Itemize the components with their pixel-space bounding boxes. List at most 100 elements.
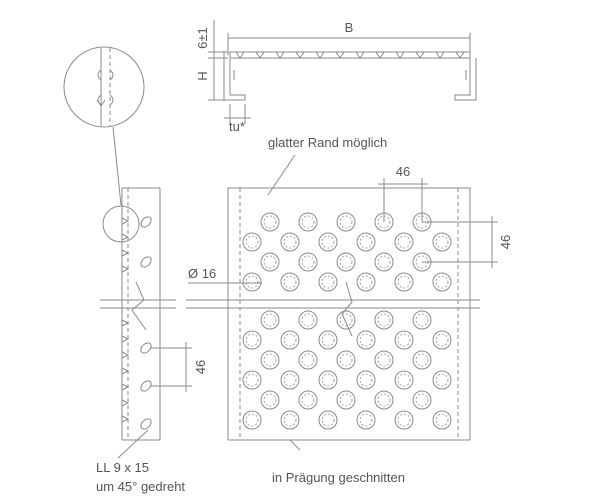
perforation-hole [318,232,338,252]
perforation-hole [242,272,262,292]
dim-46-side-label: 46 [193,360,208,374]
perforation-hole [394,232,414,252]
perforation-hole [432,272,452,292]
perforation-hole [242,232,262,252]
perforation-hole [242,370,262,390]
perforation-hole-inner [359,413,373,427]
detail-bubble [63,46,145,206]
side-view [100,187,192,459]
perforation-hole [280,330,300,350]
perforation-hole-inner [301,215,315,229]
perforation-hole [318,410,338,430]
perforation-hole [336,252,356,272]
perforation-hole-inner [377,255,391,269]
perforation-hole [336,212,356,232]
perforation-hole [374,310,394,330]
perforation-hole [280,410,300,430]
perforation-hole [318,330,338,350]
perforation-hole [280,370,300,390]
perforation-hole [298,390,318,410]
perforation-hole-inner [377,393,391,407]
perforation-hole-inner [377,353,391,367]
perforation-hole-inner [263,393,277,407]
perforation-hole [412,350,432,370]
perforation-pattern [242,212,452,430]
perforation-hole [432,370,452,390]
perforation-hole-inner [283,275,297,289]
perforation-hole-inner [301,393,315,407]
perforation-hole [298,310,318,330]
dim-h-label: H [195,71,210,80]
perforation-hole [394,330,414,350]
perforation-hole-inner [377,313,391,327]
perforation-hole-inner [415,255,429,269]
perforation-hole-inner [359,235,373,249]
dim-46-right-label: 46 [498,235,513,249]
perforation-hole-inner [415,353,429,367]
perforation-hole-inner [397,235,411,249]
perforation-hole-inner [435,333,449,347]
perforation-hole-inner [245,413,259,427]
perforation-hole-inner [435,275,449,289]
perforation-hole [280,232,300,252]
perforation-hole [412,252,432,272]
perforation-hole [394,272,414,292]
perforation-hole-inner [397,275,411,289]
perforation-hole [432,410,452,430]
perforation-hole-inner [283,413,297,427]
perforation-hole-inner [435,235,449,249]
perforation-hole [298,350,318,370]
perforation-hole [394,410,414,430]
perforation-hole [260,212,280,232]
perforation-hole-inner [339,255,353,269]
perforation-hole [298,252,318,272]
dim-6pm1-label: 6±1 [195,27,210,49]
perforation-hole-inner [263,313,277,327]
smooth-edge-note: glatter Rand möglich [268,135,387,150]
perforation-hole-inner [397,373,411,387]
perforation-hole-inner [415,393,429,407]
perforation-hole-inner [321,333,335,347]
perforation-hole-inner [339,313,353,327]
perforation-hole-inner [263,215,277,229]
perforation-hole [412,310,432,330]
perforation-hole-inner [301,313,315,327]
perforation-hole-inner [301,353,315,367]
perforation-hole-inner [245,275,259,289]
plan-view [186,154,498,451]
perforation-hole [260,252,280,272]
perforation-hole [260,390,280,410]
perforation-hole-inner [435,373,449,387]
perforation-hole [356,370,376,390]
diameter-label: Ø 16 [188,266,216,281]
perforation-hole [260,350,280,370]
perforation-hole [412,390,432,410]
perforation-hole [242,330,262,350]
perforation-hole-inner [359,333,373,347]
perforation-hole [298,212,318,232]
perforation-hole [374,350,394,370]
perforation-hole [356,330,376,350]
perforation-hole [260,310,280,330]
perforation-hole-inner [283,373,297,387]
perforation-hole [318,272,338,292]
perforation-hole-inner [397,413,411,427]
perforation-hole-inner [339,353,353,367]
perforation-hole-inner [359,373,373,387]
dim-b-label: B [345,20,354,35]
profile-section [208,20,477,124]
perforation-hole-inner [377,215,391,229]
perforation-hole-inner [321,275,335,289]
perforation-hole-inner [339,393,353,407]
perforation-hole-inner [339,215,353,229]
perforation-hole-inner [321,235,335,249]
perforation-hole-inner [283,333,297,347]
perforation-hole [336,390,356,410]
perforation-hole [318,370,338,390]
perforation-hole [356,232,376,252]
perforation-hole-inner [435,413,449,427]
perforation-hole-inner [321,413,335,427]
perforation-hole-inner [263,255,277,269]
perforation-hole-inner [245,333,259,347]
